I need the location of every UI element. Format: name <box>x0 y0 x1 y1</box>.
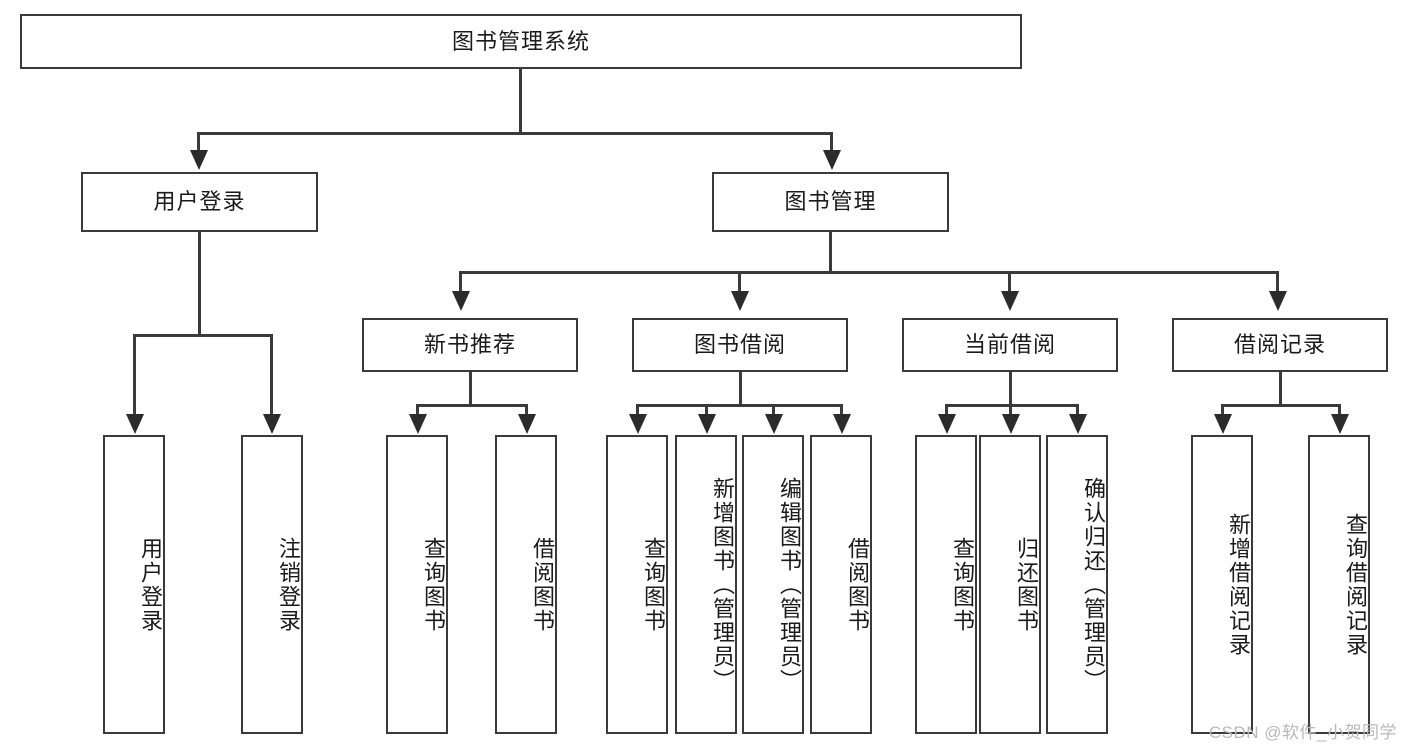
arrow-to-leaf-user-login <box>126 414 144 434</box>
arrow-to-leaf-query-record <box>1331 414 1349 434</box>
connector-level1-bar <box>197 132 833 135</box>
node-label: 新增借阅记录 <box>1226 512 1251 657</box>
connector-book-manage-stem <box>829 232 832 274</box>
connector-recommend-bar <box>416 404 528 407</box>
node-label: 确认归还（管理员） <box>1081 476 1106 693</box>
connector-level2-d3 <box>1008 271 1011 295</box>
connector-level1-right-drop <box>830 132 833 155</box>
leaf-current-query-book[interactable]: 查询图书 <box>915 435 977 734</box>
node-label: 查询图书 <box>641 536 666 633</box>
connector-record-d2 <box>1338 404 1341 419</box>
leaf-record-query-record[interactable]: 查询借阅记录 <box>1308 435 1370 734</box>
node-label: 新增图书（管理员） <box>710 476 735 693</box>
node-label: 编辑图书（管理员） <box>777 476 802 693</box>
node-label: 当前借阅 <box>963 332 1056 358</box>
arrow-to-book-manage <box>823 150 841 170</box>
leaf-borrow-borrow-book[interactable]: 借阅图书 <box>810 435 872 734</box>
leaf-borrow-add-book[interactable]: 新增图书（管理员） <box>675 435 737 734</box>
arrow-to-leaf-borrow-book-1 <box>518 414 536 434</box>
arrow-to-leaf-query-book-3 <box>938 414 956 434</box>
arrow-to-leaf-query-book-1 <box>409 414 427 434</box>
node-label: 用户登录 <box>153 189 246 215</box>
node-current-borrow[interactable]: 当前借阅 <box>902 318 1118 372</box>
node-label: 归还图书 <box>1014 536 1039 633</box>
connector-level2-d2 <box>738 271 741 295</box>
node-root-system[interactable]: 图书管理系统 <box>20 14 1022 69</box>
connector-level1-left-drop <box>197 132 200 155</box>
connector-recommend-stem <box>469 372 472 407</box>
leaf-logout[interactable]: 注销登录 <box>241 435 303 734</box>
leaf-current-return-book[interactable]: 归还图书 <box>979 435 1041 734</box>
arrow-to-user-login <box>190 150 208 170</box>
connector-current-stem <box>1009 372 1012 407</box>
connector-borrow-bar <box>636 404 843 407</box>
leaf-borrow-edit-book[interactable]: 编辑图书（管理员） <box>742 435 804 734</box>
leaf-recommend-query-book[interactable]: 查询图书 <box>386 435 448 734</box>
arrow-to-leaf-query-book-2 <box>629 414 647 434</box>
connector-current-d3 <box>1076 404 1079 419</box>
node-label: 查询借阅记录 <box>1343 512 1368 657</box>
arrow-to-new-book-recommend <box>452 291 470 311</box>
leaf-borrow-query-book[interactable]: 查询图书 <box>606 435 668 734</box>
node-new-book-recommend[interactable]: 新书推荐 <box>362 318 578 372</box>
connector-borrow-d3 <box>772 404 775 419</box>
leaf-current-confirm-return[interactable]: 确认归还（管理员） <box>1046 435 1108 734</box>
node-label: 注销登录 <box>276 536 301 633</box>
arrow-to-borrow-record <box>1269 291 1287 311</box>
connector-user-login-leaf1-drop <box>133 334 136 419</box>
node-label: 用户登录 <box>138 536 163 633</box>
arrow-to-leaf-add-book <box>698 414 716 434</box>
arrow-to-leaf-return-book <box>1002 414 1020 434</box>
connector-recommend-d1 <box>416 404 419 419</box>
connector-current-bar <box>945 404 1079 407</box>
connector-root-stem <box>519 69 522 134</box>
node-label: 借阅图书 <box>530 536 555 633</box>
node-label: 借阅图书 <box>845 536 870 633</box>
connector-borrow-d4 <box>840 404 843 419</box>
node-label: 查询图书 <box>950 536 975 633</box>
connector-user-login-leaf2-drop <box>270 334 273 419</box>
connector-user-login-stem <box>198 232 201 337</box>
leaf-user-login[interactable]: 用户登录 <box>103 435 165 734</box>
arrow-to-book-borrow <box>731 291 749 311</box>
arrow-to-leaf-logout <box>263 414 281 434</box>
csdn-watermark: CSDN @软件_小贺同学 <box>1208 723 1397 742</box>
node-label: 图书管理 <box>784 189 877 215</box>
arrow-to-leaf-borrow-book-2 <box>833 414 851 434</box>
leaf-record-add-record[interactable]: 新增借阅记录 <box>1191 435 1253 734</box>
arrow-to-leaf-add-record <box>1214 414 1232 434</box>
connector-current-d1 <box>945 404 948 419</box>
node-book-borrow[interactable]: 图书借阅 <box>632 318 848 372</box>
connector-borrow-d1 <box>636 404 639 419</box>
node-label: 图书管理系统 <box>451 28 590 54</box>
connector-user-login-bar <box>133 334 273 337</box>
connector-level2-d1 <box>459 271 462 295</box>
connector-record-bar <box>1221 404 1341 407</box>
node-label: 借阅记录 <box>1233 332 1326 358</box>
node-label: 查询图书 <box>421 536 446 633</box>
node-label: 图书借阅 <box>693 332 786 358</box>
arrow-to-leaf-confirm-return <box>1069 414 1087 434</box>
connector-record-d1 <box>1221 404 1224 419</box>
leaf-recommend-borrow-book[interactable]: 借阅图书 <box>495 435 557 734</box>
arrow-to-leaf-edit-book <box>765 414 783 434</box>
connector-record-stem <box>1279 372 1282 407</box>
node-book-manage[interactable]: 图书管理 <box>712 172 949 232</box>
connector-borrow-d2 <box>705 404 708 419</box>
connector-borrow-stem <box>739 372 742 407</box>
node-borrow-record[interactable]: 借阅记录 <box>1172 318 1388 372</box>
connector-recommend-d2 <box>525 404 528 419</box>
connector-level2-bar <box>459 271 1279 274</box>
connector-current-d2 <box>1009 404 1012 419</box>
arrow-to-current-borrow <box>1001 291 1019 311</box>
connector-level2-d4 <box>1276 271 1279 295</box>
node-label: 新书推荐 <box>423 332 516 358</box>
node-user-login[interactable]: 用户登录 <box>81 172 318 232</box>
